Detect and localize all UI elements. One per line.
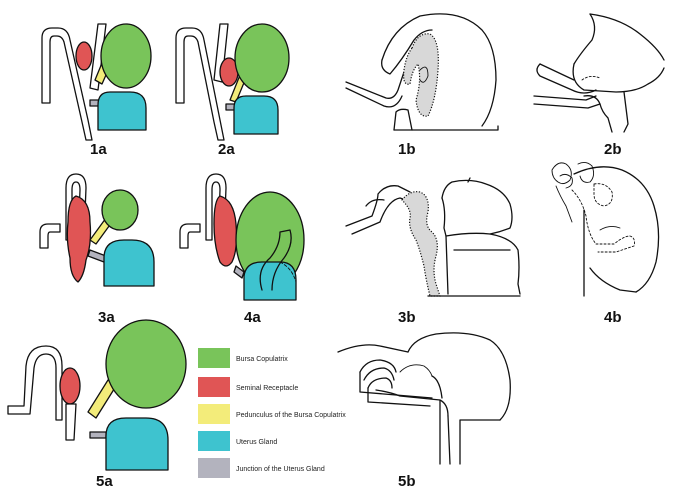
panel-label-3b: 3b bbox=[398, 309, 416, 326]
panel-label-5a: 5a bbox=[96, 473, 113, 490]
legend-label-bursa: Bursa Copulatrix bbox=[236, 356, 288, 363]
seminal-receptacle-shape bbox=[214, 196, 237, 266]
panel-label-1b: 1b bbox=[398, 141, 416, 158]
panel-label-2a: 2a bbox=[218, 141, 235, 158]
seminal-receptacle-shape bbox=[67, 196, 90, 282]
junction-shape bbox=[88, 250, 106, 262]
uterus-gland-shape bbox=[106, 418, 168, 470]
legend-swatch-junction bbox=[198, 458, 230, 478]
drawing-1b: 1b bbox=[346, 14, 498, 158]
drawing-4b: 4b bbox=[552, 162, 659, 326]
panel-label-3a: 3a bbox=[98, 309, 115, 326]
diagram-4a: 4a bbox=[180, 174, 304, 326]
drawing-2b: 2b bbox=[534, 14, 664, 158]
panel-label-5b: 5b bbox=[398, 473, 416, 490]
seminal-receptacle-shape bbox=[76, 42, 92, 70]
bursa-copulatrix-shape bbox=[102, 190, 138, 230]
legend-label-uterus: Uterus Gland bbox=[236, 439, 277, 446]
drawing-5b: 5b bbox=[338, 333, 510, 490]
legend-swatch-pedunculus bbox=[198, 404, 230, 424]
seminal-receptacle-shape bbox=[60, 368, 80, 404]
diagram-1a: 1a bbox=[42, 24, 151, 158]
legend-swatch-bursa bbox=[198, 348, 230, 368]
legend: Bursa Copulatrix Seminal Receptacle Pedu… bbox=[198, 348, 346, 478]
legend-label-junction: Junction of the Uterus Gland bbox=[236, 466, 325, 473]
legend-swatch-receptacle bbox=[198, 377, 230, 397]
legend-label-receptacle: Seminal Receptacle bbox=[236, 385, 298, 392]
panel-label-2b: 2b bbox=[604, 141, 622, 158]
uterus-gland-shape bbox=[104, 240, 154, 286]
junction-shape bbox=[90, 432, 106, 438]
drawing-3b: 3b bbox=[346, 178, 520, 326]
uterus-gland-shape bbox=[234, 96, 278, 134]
diagram-2a: 2a bbox=[176, 24, 289, 158]
panel-label-1a: 1a bbox=[90, 141, 107, 158]
legend-label-pedunculus: Pedunculus of the Bursa Copulatrix bbox=[236, 412, 346, 419]
uterus-gland-shape bbox=[98, 92, 146, 130]
diagram-3a: 3a bbox=[40, 174, 154, 326]
legend-swatch-uterus bbox=[198, 431, 230, 451]
bursa-copulatrix-shape bbox=[101, 24, 151, 88]
bursa-copulatrix-shape bbox=[235, 24, 289, 92]
panel-label-4a: 4a bbox=[244, 309, 261, 326]
bursa-copulatrix-shape bbox=[106, 320, 186, 408]
diagram-5a: 5a bbox=[8, 320, 186, 490]
panel-label-4b: 4b bbox=[604, 309, 622, 326]
